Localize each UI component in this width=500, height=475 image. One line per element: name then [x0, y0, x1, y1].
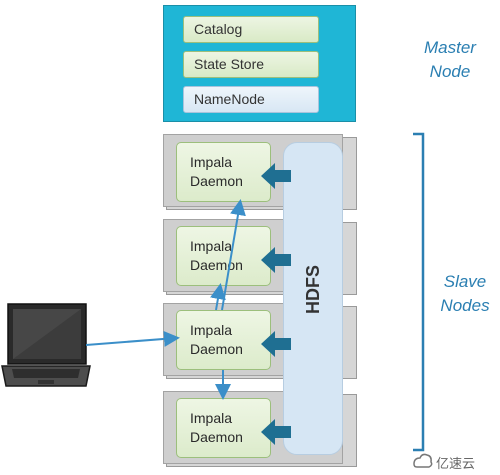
state-store-service: State Store: [183, 51, 319, 78]
catalog-service: Catalog: [183, 16, 319, 43]
master-label-line1: Master: [424, 38, 476, 57]
hdfs-column: [283, 142, 343, 455]
impala-daemon-4: Impala Daemon: [176, 398, 271, 458]
daemon3-to-daemon2-arrow: [210, 283, 226, 311]
daemon-4-line1: Impala: [190, 410, 233, 426]
hdfs-to-daemon4-arrow: [261, 419, 291, 445]
laptop-icon: [1, 303, 91, 387]
slave-nodes-label: Slave Nodes: [432, 270, 498, 318]
daemon-3-line2: Daemon: [190, 341, 243, 357]
daemon-2-line1: Impala: [190, 238, 233, 254]
daemon-4-line2: Daemon: [190, 429, 243, 445]
daemon-3-line1: Impala: [190, 322, 233, 338]
slave-label-line1: Slave: [443, 272, 487, 291]
hdfs-to-daemon3-arrow: [261, 331, 291, 357]
client-to-daemon-arrow: [85, 330, 180, 347]
daemon-1-line2: Daemon: [190, 173, 243, 189]
slave-label-line2: Nodes: [440, 296, 490, 315]
hdfs-to-daemon2-arrow: [261, 247, 291, 273]
namenode-service: NameNode: [183, 86, 319, 113]
watermark-text: 亿速云: [436, 456, 476, 471]
cloud-logo-icon: [413, 453, 433, 468]
slave-nodes-bracket: [413, 132, 425, 452]
master-node-label: Master Node: [410, 36, 490, 84]
daemon-1-line1: Impala: [190, 154, 233, 170]
daemon3-to-daemon1-arrow: [221, 199, 246, 311]
master-label-line2: Node: [429, 62, 471, 81]
hdfs-to-daemon1-arrow: [261, 163, 291, 189]
